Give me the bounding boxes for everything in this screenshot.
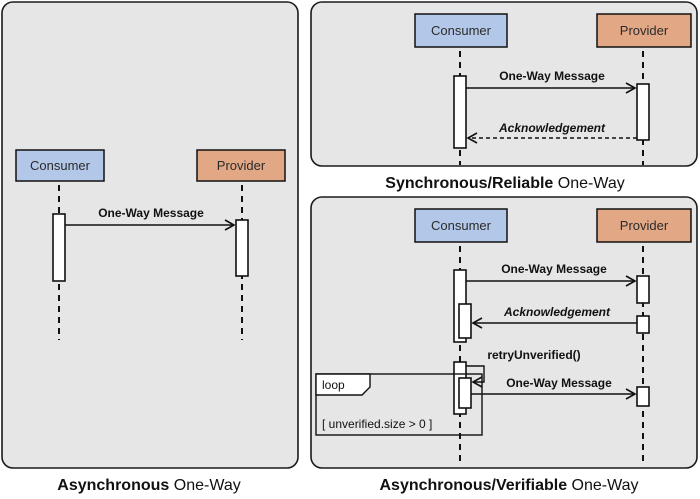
verifiable-retry-label: retryUnverified() [487,348,580,362]
panel-asynchronous: Consumer Provider One-Way Message Asynch… [1,1,299,494]
async-provider-box [196,149,286,182]
sync-consumer-label: Consumer [431,23,492,38]
verifiable-loop-message-label: One-Way Message [506,376,612,390]
verifiable-loop-guard: [ unverified.size > 0 ] [322,417,432,431]
panel-async-background [1,1,299,469]
async-provider-label: Provider [217,158,266,173]
async-consumer-activation [52,213,66,282]
async-caption-bold: Asynchronous [57,477,169,494]
sync-provider-label: Provider [620,23,669,38]
verifiable-consumer-activation-retry [458,377,472,409]
panel-asynchronous-verifiable: Consumer Provider One-Way Message Acknow… [310,196,698,469]
verifiable-loop-tag-label: loop [322,378,345,392]
async-consumer-box [15,149,105,182]
verifiable-provider-activation-3 [636,386,650,407]
async-consumer-label: Consumer [30,158,91,173]
verifiable-provider-activation-1 [636,275,650,304]
verifiable-caption-bold: Asynchronous/Verifiable [379,477,567,494]
sync-acknowledgement-label: Acknowledgement [498,121,606,135]
verifiable-provider-activation-2 [636,315,650,334]
verifiable-one-way-message-label: One-Way Message [501,262,607,276]
sync-consumer-activation [453,75,467,149]
verifiable-provider-box [596,208,692,243]
verifiable-consumer-label: Consumer [431,218,492,233]
sync-caption: Synchronous/Reliable One-Way [385,175,624,192]
verifiable-caption: Asynchronous/Verifiable One-Way [379,477,638,494]
panel-synchronous-reliable: Consumer Provider One-Way Message Acknow… [310,1,698,167]
sync-consumer-box [414,13,508,48]
async-caption-rest: One-Way [169,477,240,494]
verifiable-provider-label: Provider [620,218,669,233]
sync-one-way-message-label: One-Way Message [499,69,605,83]
verifiable-loop-frame [315,373,483,436]
sync-caption-bold: Synchronous/Reliable [385,175,553,192]
verifiable-consumer-activation-nested [458,303,472,339]
verifiable-acknowledgement-label: Acknowledgement [503,305,611,319]
verifiable-consumer-box [414,208,508,243]
verifiable-loop-tag [315,373,371,396]
panel-verifiable-background [310,196,698,469]
verifiable-caption-rest: One-Way [567,477,638,494]
verifiable-retry-self-call-arrow [466,365,485,388]
async-caption: Asynchronous One-Way [57,477,240,494]
async-one-way-message-label: One-Way Message [98,206,204,220]
sync-caption-rest: One-Way [553,175,624,192]
async-provider-activation [235,219,249,277]
sync-provider-activation [636,83,650,141]
sync-provider-box [596,13,692,48]
